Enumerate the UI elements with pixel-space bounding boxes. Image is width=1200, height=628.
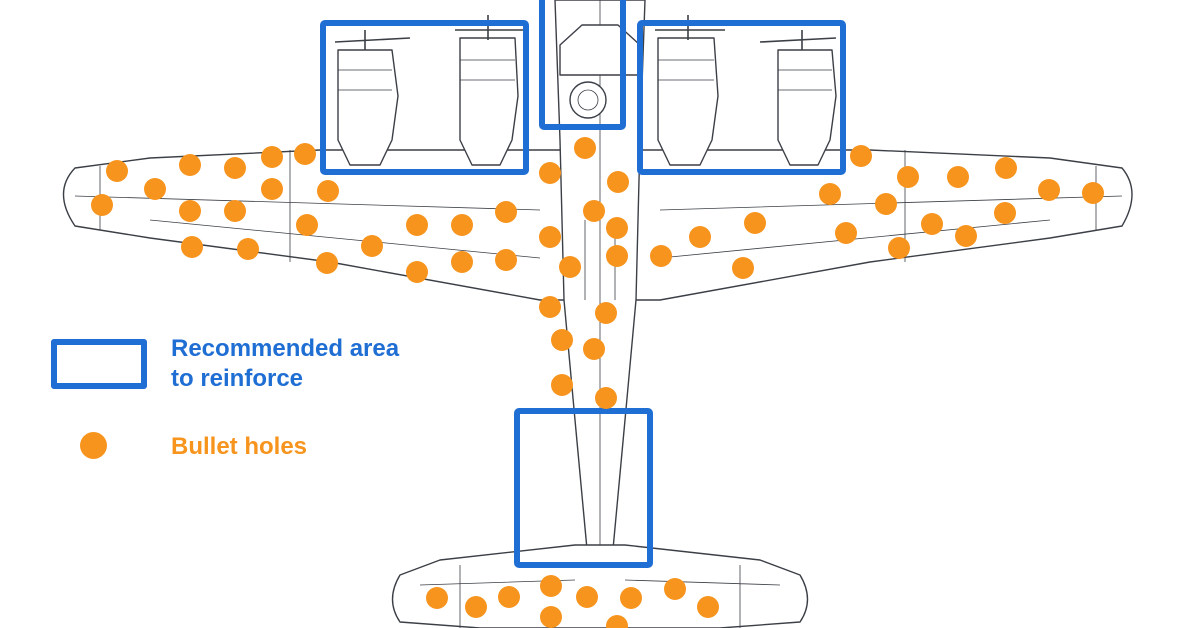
- bullet-hole-7: [91, 194, 113, 216]
- bullet-hole-61: [664, 578, 686, 600]
- bullet-hole-18: [495, 201, 517, 223]
- bullet-hole-58: [540, 606, 562, 628]
- reinforce-areas: [320, 0, 846, 568]
- tail-panel-lines: [419, 565, 781, 628]
- bullet-hole-23: [574, 137, 596, 159]
- left-inner-engine: [459, 37, 519, 166]
- legend-reinforce-swatch: [51, 339, 147, 389]
- bullet-hole-22: [495, 249, 517, 271]
- bullet-hole-37: [650, 245, 672, 267]
- legend-reinforce-line1: Recommended area: [171, 335, 400, 362]
- bullet-hole-6: [144, 178, 166, 200]
- left-inner-propeller: [455, 15, 525, 40]
- bullet-hole-28: [606, 217, 628, 239]
- right-inner-engine: [657, 37, 719, 166]
- bullet-hole-29: [559, 256, 581, 278]
- reinforce-box-tail: [514, 408, 653, 568]
- bullet-hole-10: [261, 178, 283, 200]
- legend-bullet-label: Bullet holes: [171, 433, 308, 460]
- bullet-hole-50: [994, 202, 1016, 224]
- engine-detail-lines: [338, 59, 832, 91]
- bullet-hole-16: [406, 214, 428, 236]
- legend-reinforce-line2: to reinforce: [171, 365, 304, 392]
- bullet-hole-63: [606, 615, 628, 628]
- bullet-hole-1: [106, 160, 128, 182]
- bullet-hole-2: [179, 154, 201, 176]
- bullet-hole-43: [850, 145, 872, 167]
- top-turret: [569, 81, 607, 119]
- reinforce-box-right-engines: [637, 20, 846, 175]
- bullet-hole-46: [897, 166, 919, 188]
- bullet-hole-5: [294, 143, 316, 165]
- bullet-hole-49: [955, 225, 977, 247]
- right-outer-propeller: [759, 30, 837, 50]
- bullet-hole-57: [540, 575, 562, 597]
- reinforce-box-left-engines: [320, 20, 529, 175]
- legend-reinforce-label: Recommended area to reinforce: [171, 334, 471, 394]
- bullet-hole-39: [732, 257, 754, 279]
- bullet-hole-34: [583, 338, 605, 360]
- bullet-hole-27: [539, 226, 561, 248]
- bullet-hole-45: [888, 237, 910, 259]
- bullet-hole-26: [583, 200, 605, 222]
- bullet-hole-9: [224, 200, 246, 222]
- bullet-hole-36: [595, 387, 617, 409]
- bullet-hole-59: [576, 586, 598, 608]
- bullet-hole-52: [1038, 179, 1060, 201]
- bullet-hole-40: [744, 212, 766, 234]
- bullet-hole-3: [224, 157, 246, 179]
- bullet-hole-44: [875, 193, 897, 215]
- bullet-hole-48: [947, 166, 969, 188]
- bullet-hole-11: [317, 180, 339, 202]
- bullet-hole-20: [406, 261, 428, 283]
- bullet-hole-55: [465, 596, 487, 618]
- bullet-holes: [91, 137, 1104, 628]
- bullet-hole-54: [426, 587, 448, 609]
- legend-bullet-icon: [80, 432, 107, 459]
- right-outer-engine: [777, 49, 837, 166]
- left-outer-engine: [337, 49, 399, 166]
- bullet-hole-21: [451, 251, 473, 273]
- reinforce-box-cockpit: [539, 0, 626, 130]
- bullet-hole-33: [551, 329, 573, 351]
- bullet-hole-30: [606, 245, 628, 267]
- bullet-hole-56: [498, 586, 520, 608]
- bullet-hole-38: [689, 226, 711, 248]
- bullet-hole-15: [361, 235, 383, 257]
- bullet-hole-51: [995, 157, 1017, 179]
- bullet-hole-13: [237, 238, 259, 260]
- bullet-hole-62: [697, 596, 719, 618]
- bullet-hole-14: [296, 214, 318, 236]
- left-outer-propeller: [334, 30, 411, 50]
- right-inner-propeller: [655, 15, 725, 40]
- bullet-hole-41: [819, 183, 841, 205]
- bullet-hole-4: [261, 146, 283, 168]
- bullet-hole-32: [595, 302, 617, 324]
- bullet-hole-42: [835, 222, 857, 244]
- tail-stabilizer: [391, 544, 809, 628]
- bullet-hole-31: [539, 296, 561, 318]
- bullet-hole-12: [181, 236, 203, 258]
- bullet-hole-25: [607, 171, 629, 193]
- bullet-hole-8: [179, 200, 201, 222]
- bullet-hole-60: [620, 587, 642, 609]
- bullet-hole-35: [551, 374, 573, 396]
- bullet-hole-53: [1082, 182, 1104, 204]
- bullet-hole-24: [539, 162, 561, 184]
- bullet-hole-17: [451, 214, 473, 236]
- bullet-hole-19: [316, 252, 338, 274]
- bullet-hole-47: [921, 213, 943, 235]
